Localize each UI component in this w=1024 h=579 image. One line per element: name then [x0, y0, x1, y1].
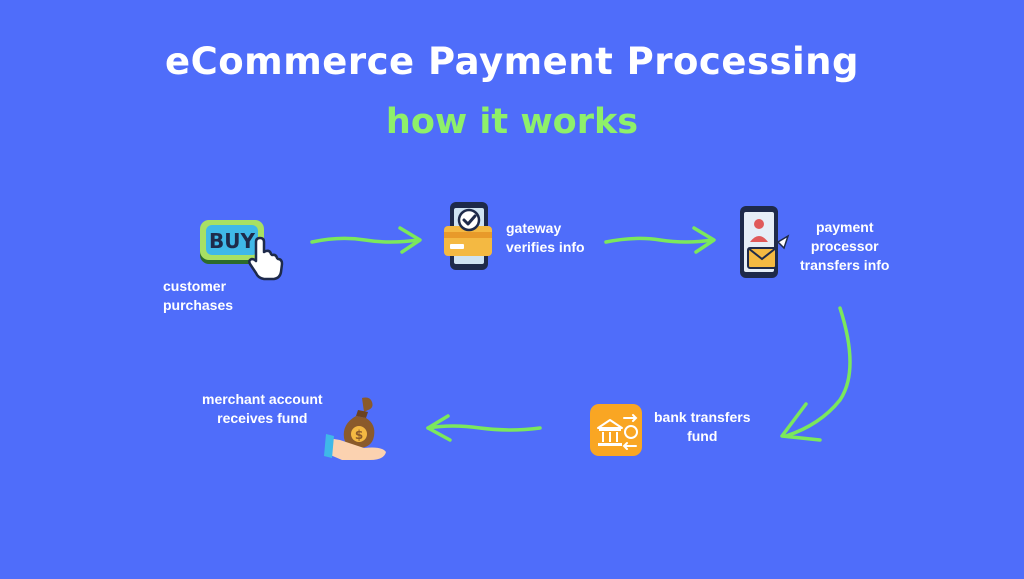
money-bag-hand-icon: $	[322, 394, 390, 464]
arrow-purchase-to-gateway	[310, 236, 420, 244]
step-label-payment-processor-transfers-info: payment processor transfers info	[800, 219, 890, 273]
buy-button-icon: BUY	[196, 218, 284, 282]
arrow-gateway-to-processor	[604, 236, 714, 244]
step-label-bank-transfers-fund: bank transfers fund	[654, 409, 751, 444]
step-label-customer-purchases: customer purchases	[163, 278, 234, 313]
buy-text: BUY	[209, 229, 255, 253]
arrow-purchase-to-gateway-head	[398, 226, 422, 254]
step-label-merchant-account-receives-fund: merchant account receives fund	[202, 391, 323, 426]
arrow-gateway-to-processor-head	[692, 226, 716, 254]
page-subtitle: how it works	[385, 102, 639, 142]
arrow-bank-to-merchant-head	[426, 414, 452, 442]
coin-symbol: $	[355, 428, 363, 442]
arrow-processor-to-bank	[784, 306, 852, 438]
arrow-bank-to-merchant	[426, 424, 542, 432]
step-label-gateway-verifies-info: gateway verifies info	[506, 220, 585, 255]
bank-transfer-icon	[590, 404, 642, 456]
phone-envelope-icon	[736, 204, 792, 280]
page-title: eCommerce Payment Processing	[164, 40, 860, 83]
arrow-processor-to-bank-head	[780, 402, 822, 442]
phone-card-check-icon	[440, 200, 496, 272]
